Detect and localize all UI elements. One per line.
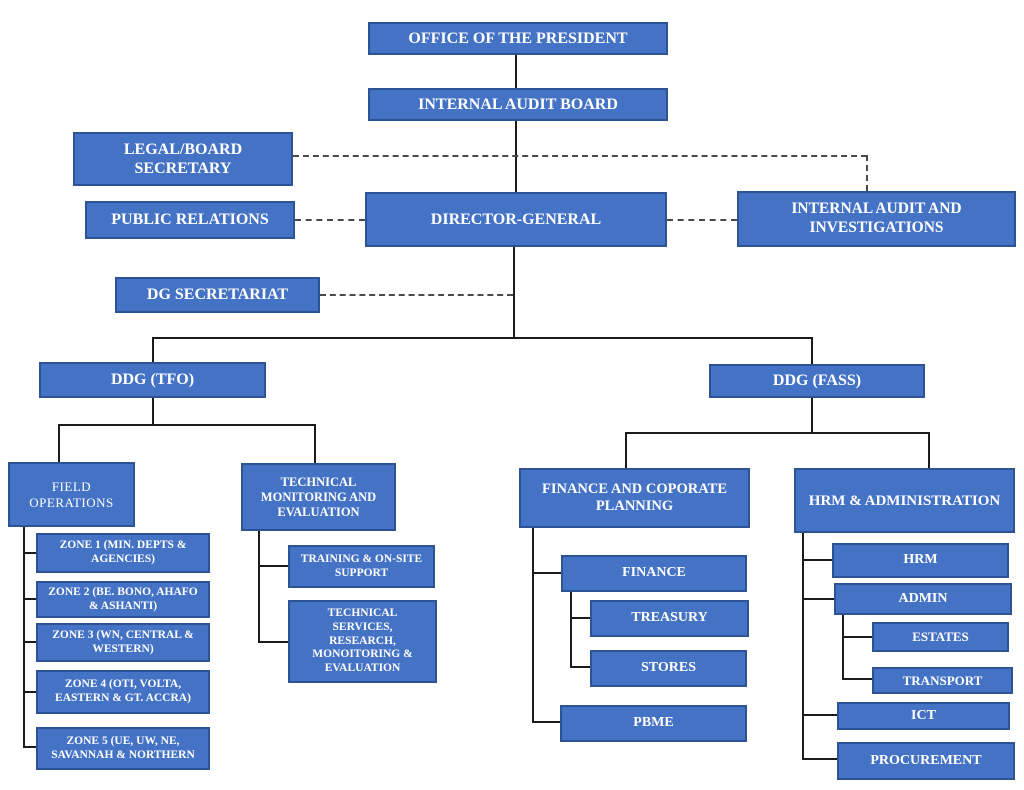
node-transport: TRANSPORT	[872, 667, 1013, 694]
connector	[625, 432, 930, 434]
connector	[802, 533, 804, 760]
connector	[152, 398, 154, 424]
connector	[258, 565, 288, 567]
connector	[811, 337, 813, 364]
connector	[314, 424, 316, 463]
connector	[570, 617, 590, 619]
connector	[23, 746, 36, 748]
connector	[58, 424, 316, 426]
connector	[23, 552, 36, 554]
dashed-connector	[320, 294, 513, 296]
node-director-general: DIRECTOR-GENERAL	[365, 192, 667, 247]
node-training-onsite-support: TRAINING & ON-SITE SUPPORT	[288, 545, 435, 588]
node-internal-audit-and-investigations: INTERNAL AUDIT AND INVESTIGATIONS	[737, 191, 1016, 247]
node-office-of-the-president: OFFICE OF THE PRESIDENT	[368, 22, 668, 55]
node-zone-5: ZONE 5 (UE, UW, NE, SAVANNAH & NORTHERN	[36, 727, 210, 770]
node-zone-2: ZONE 2 (BE. BONO, AHAFO & ASHANTI)	[36, 581, 210, 618]
connector	[625, 432, 627, 468]
node-pbme: PBME	[560, 705, 747, 742]
connector	[842, 636, 872, 638]
connector	[513, 247, 515, 337]
node-admin: ADMIN	[834, 583, 1012, 615]
node-zone-1: ZONE 1 (MIN. DEPTS & AGENCIES)	[36, 533, 210, 573]
node-estates: ESTATES	[872, 622, 1009, 652]
connector	[515, 55, 517, 88]
connector	[842, 678, 872, 680]
node-legal-board-secretary: LEGAL/BOARD SECRETARY	[73, 132, 293, 186]
connector	[258, 531, 260, 643]
dashed-connector	[866, 155, 868, 191]
dashed-connector	[295, 219, 365, 221]
connector	[802, 598, 834, 600]
node-technical-monitoring-evaluation: TECHNICAL MONITORING AND EVALUATION	[241, 463, 396, 531]
node-field-operations: FIELD OPERATIONS	[8, 462, 135, 527]
node-zone-4: ZONE 4 (OTI, VOLTA, EASTERN & GT. ACCRA)	[36, 670, 210, 714]
node-hrm-administration: HRM & ADMINISTRATION	[794, 468, 1015, 533]
connector	[152, 337, 813, 339]
connector	[802, 714, 837, 716]
node-treasury: TREASURY	[590, 600, 749, 637]
node-hrm: HRM	[832, 543, 1009, 578]
connector	[570, 592, 572, 668]
dashed-connector	[667, 219, 737, 221]
node-ddg-tfo: DDG (TFO)	[39, 362, 266, 398]
node-zone-3: ZONE 3 (WN, CENTRAL & WESTERN)	[36, 623, 210, 662]
connector	[58, 424, 60, 462]
connector	[928, 432, 930, 468]
connector	[842, 615, 844, 680]
node-technical-services-research: TECHNICAL SERVICES, RESEARCH, MONOITORIN…	[288, 600, 437, 683]
connector	[570, 666, 590, 668]
node-finance: FINANCE	[561, 555, 747, 592]
node-dg-secretariat: DG SECRETARIAT	[115, 277, 320, 313]
connector	[811, 398, 813, 432]
node-ddg-fass: DDG (FASS)	[709, 364, 925, 398]
dashed-connector	[293, 155, 867, 157]
connector	[23, 691, 36, 693]
node-procurement: PROCUREMENT	[837, 742, 1015, 780]
connector	[23, 527, 25, 748]
connector	[802, 758, 837, 760]
node-public-relations: PUBLIC RELATIONS	[85, 201, 295, 239]
connector	[532, 721, 560, 723]
node-ict: ICT	[837, 702, 1010, 730]
node-stores: STORES	[590, 650, 747, 687]
connector	[23, 641, 36, 643]
connector	[532, 572, 561, 574]
connector	[532, 528, 534, 723]
node-internal-audit-board: INTERNAL AUDIT BOARD	[368, 88, 668, 121]
connector	[152, 337, 154, 362]
connector	[802, 559, 832, 561]
connector	[23, 598, 36, 600]
node-finance-and-corporate-planning: FINANCE AND COPORATE PLANNING	[519, 468, 750, 528]
connector	[258, 641, 288, 643]
